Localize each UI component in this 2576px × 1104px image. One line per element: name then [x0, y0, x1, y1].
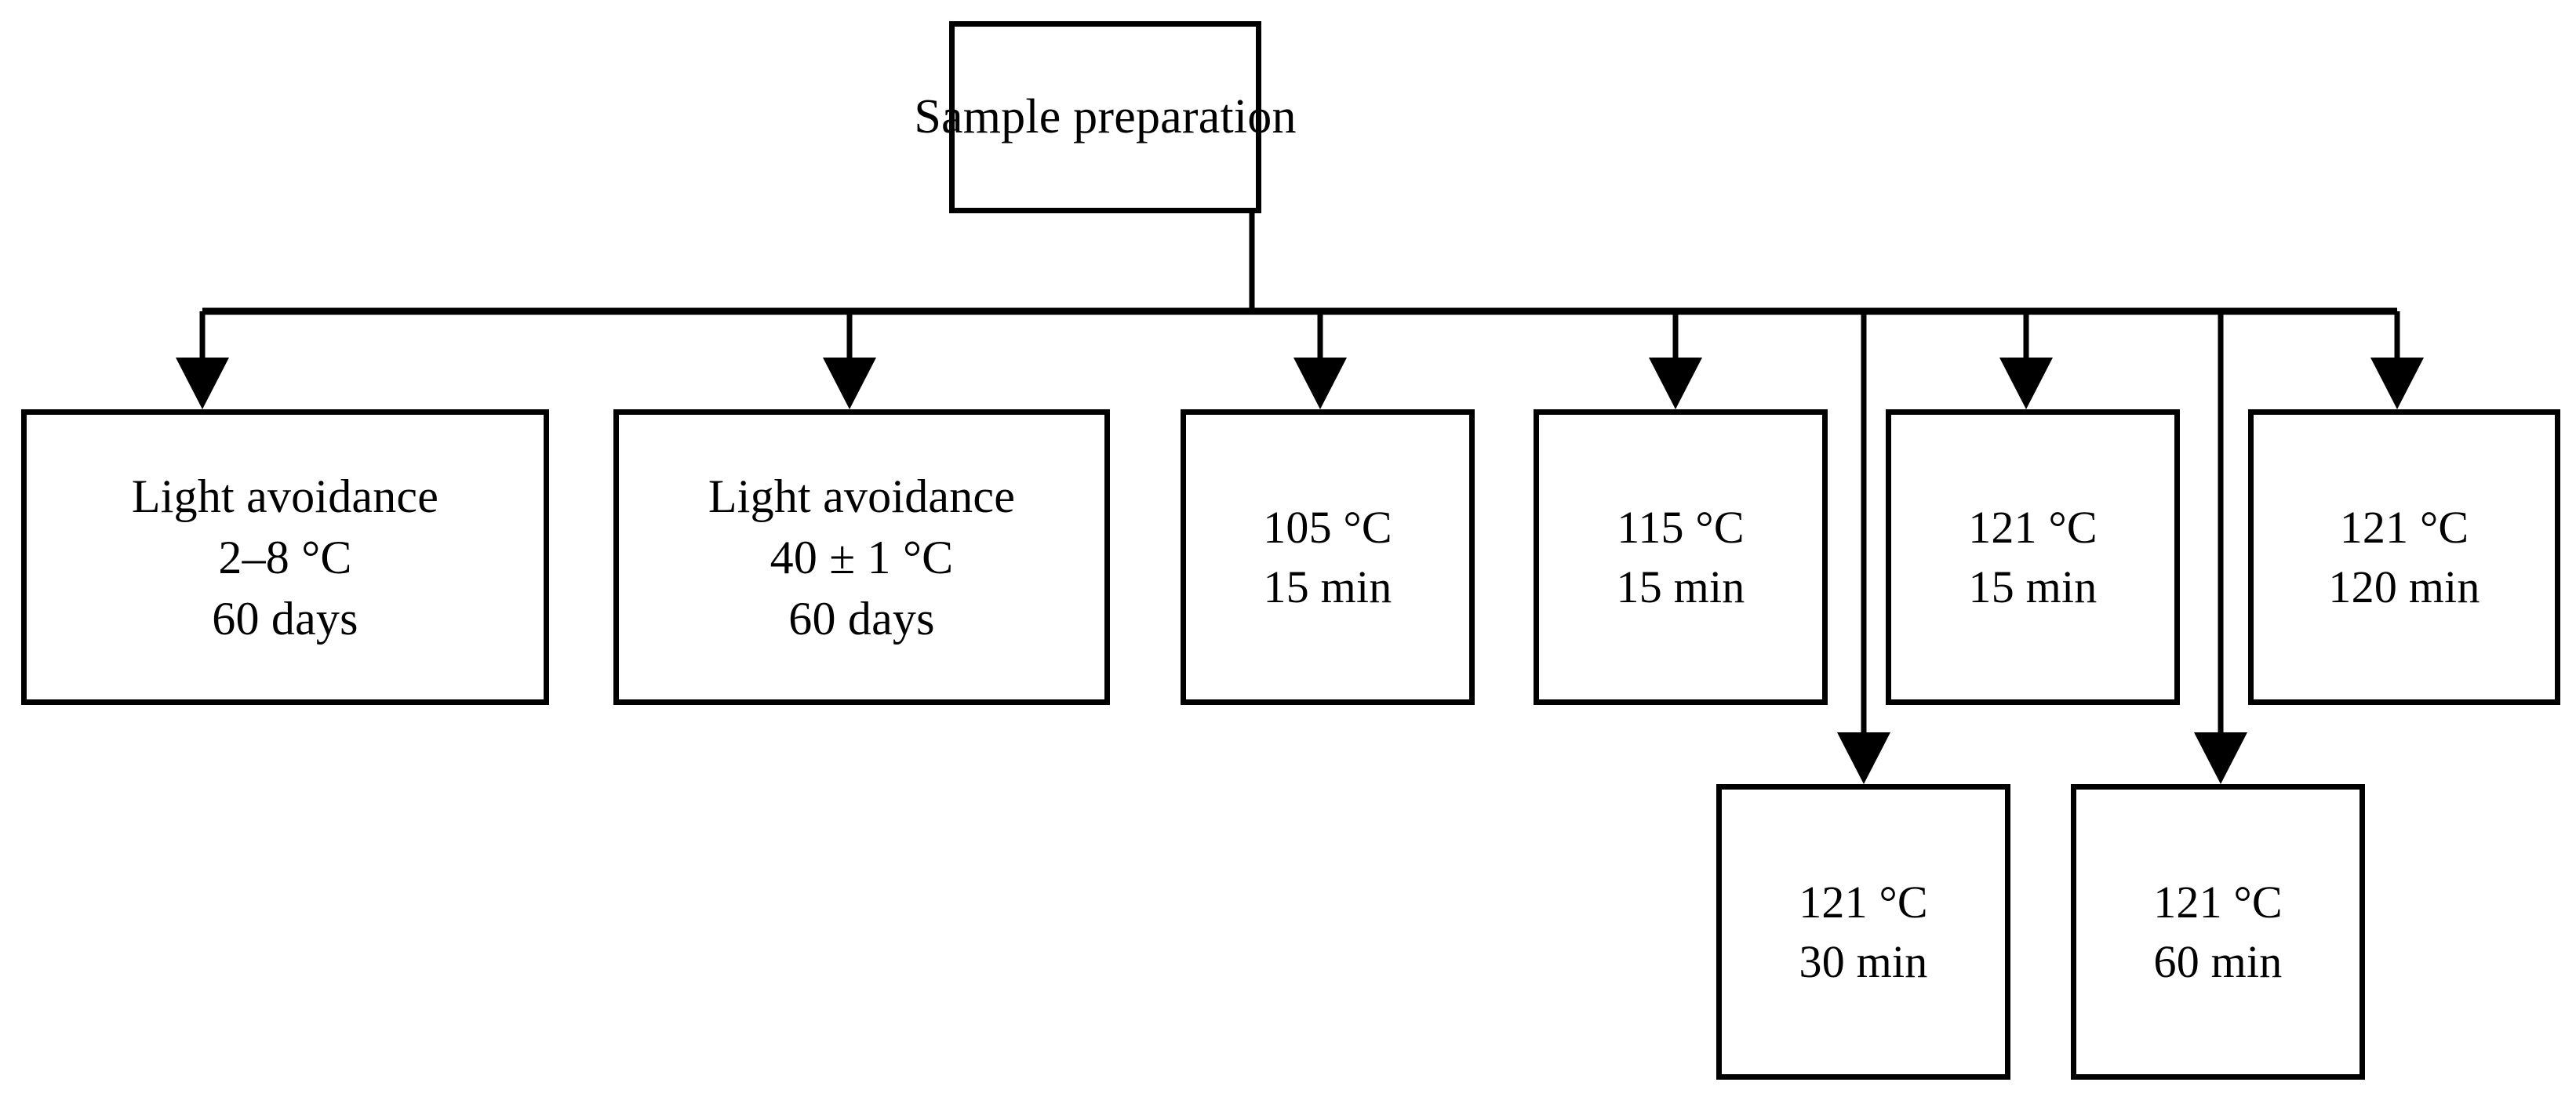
node-label-line: 121 °C [1799, 877, 1928, 928]
node-light-avoidance-warm[interactable]: Light avoidance 40 ± 1 °C 60 days [613, 409, 1110, 705]
node-heat-121-120[interactable]: 121 °C 120 min [2248, 409, 2560, 705]
node-label-line: 30 min [1799, 935, 1928, 987]
node-label-line: 15 min [1968, 561, 2098, 612]
arrowhead-branch-7 [1837, 732, 1890, 784]
node-label-line: 120 min [2328, 561, 2480, 612]
arrowheads [176, 358, 2424, 784]
node-label-line: 15 min [1616, 561, 1745, 612]
node-label-line: Light avoidance [708, 470, 1016, 522]
arrowhead-branch-1 [176, 358, 229, 409]
node-light-avoidance-cold[interactable]: Light avoidance 2–8 °C 60 days [21, 409, 549, 705]
arrowhead-branch-5 [1999, 358, 2053, 409]
node-heat-121-15[interactable]: 121 °C 15 min [1886, 409, 2180, 705]
node-label-line: 60 min [2153, 935, 2283, 987]
node-label-line: 15 min [1263, 561, 1392, 612]
arrowhead-branch-2 [823, 358, 876, 409]
node-heat-121-30[interactable]: 121 °C 30 min [1716, 784, 2010, 1080]
node-label-line: 2–8 °C [218, 531, 352, 583]
node-label-line: 60 days [212, 592, 358, 645]
arrowhead-branch-4 [1649, 358, 1702, 409]
node-label-line: Sample preparation [914, 90, 1297, 144]
node-label-line: Light avoidance [131, 470, 439, 522]
node-label-line: 115 °C [1617, 502, 1745, 554]
arrowhead-branch-6 [2370, 358, 2424, 409]
arrowhead-branch-8 [2194, 732, 2247, 784]
node-label-line: 121 °C [1968, 502, 2098, 554]
node-heat-121-60[interactable]: 121 °C 60 min [2071, 784, 2365, 1080]
node-label-line: 121 °C [2153, 877, 2283, 928]
node-heat-105-15[interactable]: 105 °C 15 min [1181, 409, 1475, 705]
node-label-line: 60 days [788, 592, 935, 645]
node-label-line: 105 °C [1263, 502, 1392, 554]
node-heat-115-15[interactable]: 115 °C 15 min [1534, 409, 1828, 705]
node-label-line: 121 °C [2339, 502, 2469, 554]
arrowhead-branch-3 [1293, 358, 1347, 409]
node-sample-preparation[interactable]: Sample preparation [914, 21, 1296, 213]
node-label-line: 40 ± 1 °C [770, 531, 954, 583]
